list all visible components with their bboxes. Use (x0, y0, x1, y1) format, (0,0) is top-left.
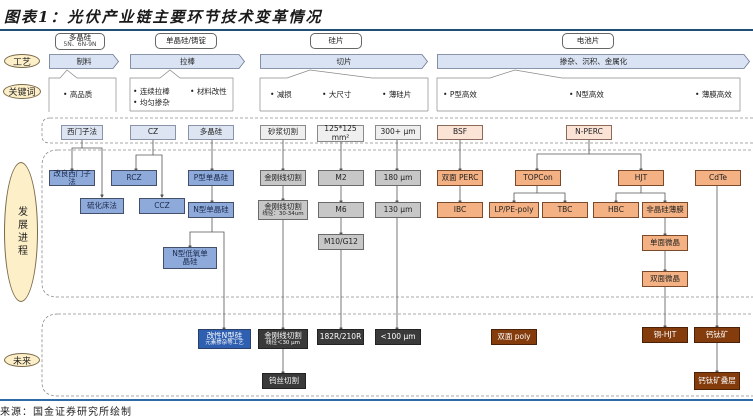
source-note: 来源：国金证券研究所绘制 (0, 407, 132, 418)
row-label-development: 发展进程 (4, 162, 38, 302)
node-multi-si: 多晶硅 (188, 125, 234, 140)
category-label: 多晶硅 (68, 33, 92, 43)
node-tungsten-wire: 钨丝切割 (262, 373, 306, 389)
node-bifacial-perc: 双面 PERC (437, 170, 483, 186)
node-n-perc: N-PERC (566, 125, 612, 140)
node-diamond-wire-3: 金刚线切割 线径＜30 μm (258, 329, 308, 349)
node-diamond-wire: 金刚线切割 (260, 170, 306, 186)
figure-title: 图表1：光伏产业链主要环节技术变革情况 (4, 8, 323, 26)
node-m2: M2 (318, 170, 364, 186)
node-n-low-oxygen: N型低氧单晶硅 (163, 247, 217, 269)
node-hjt: HJT (618, 170, 664, 186)
node-thickness-130: 130 μm (375, 202, 421, 218)
node-siemens: 西门子法 (61, 125, 103, 140)
node-topcon: TOPCon (515, 170, 561, 186)
node-size-125: 125*125 mm² (317, 125, 364, 142)
node-perovskite-tandem: 钙钛矿叠层 (694, 372, 740, 390)
keyword-high-quality: • 高品质 (63, 90, 93, 99)
category-sublabel: 5N、6N-9N (63, 41, 97, 49)
node-label: 金刚线切割 (264, 330, 302, 340)
node-size-182-210: 182R/210R (317, 329, 364, 345)
node-p-mono: P型单晶硅 (188, 170, 234, 186)
keyword-p-type-efficiency: • P型高效 (443, 90, 477, 99)
process-label: 切片 (336, 57, 352, 66)
keyword-text: N型高效 (575, 90, 604, 99)
node-sublabel: 线径：30-34um (262, 211, 304, 218)
keyword-material-modification: • 材料改性 (190, 87, 227, 96)
keyword-thin-wafer: • 薄硅片 (382, 90, 412, 99)
category-wafer: 硅片 (310, 33, 362, 49)
node-modified-n-si: 改性N型硅 元素掺杂等工艺 (198, 329, 251, 349)
title-divider (0, 29, 753, 31)
node-tbc: TBC (542, 202, 588, 218)
node-m6: M6 (318, 202, 364, 218)
keyword-continuous-pulling: • 连续拉棒 (133, 87, 170, 96)
node-thickness-180: 180 μm (375, 170, 421, 186)
node-perovskite: 钙钛矿 (694, 327, 740, 343)
node-single-microcrystal: 单面微晶 (642, 235, 688, 251)
keyword-text: P型高效 (449, 90, 477, 99)
node-copper-hjt: 铜-HJT (642, 327, 688, 343)
keyword-large-size: • 大尺寸 (322, 90, 352, 99)
category-ingot: 单晶硅/铸锭 (155, 33, 217, 49)
process-arrow-slicing: 切片 (260, 54, 428, 69)
process-arrow-feedstock: 制料 (49, 54, 119, 69)
node-ibc: IBC (437, 202, 483, 218)
node-amorphous-si: 非晶硅薄膜 (642, 202, 688, 218)
node-slurry-cut: 砂浆切割 (260, 125, 306, 140)
node-label: 改性N型硅 (206, 330, 243, 340)
keyword-text: 减损 (276, 90, 292, 99)
category-label: 电池片 (576, 35, 600, 45)
row-label-process: 工艺 (4, 54, 40, 68)
node-improved-siemens: 改良西门子法 (49, 169, 95, 186)
category-cell: 电池片 (562, 33, 614, 49)
node-lp-pe-poly: LP/PE-poly (489, 202, 539, 218)
node-sublabel: 线径＜30 μm (265, 340, 301, 347)
node-double-microcrystal: 双面微晶 (642, 271, 688, 287)
node-bsf: BSF (437, 125, 483, 140)
keyword-text: 材料改性 (196, 87, 227, 96)
keyword-thin-film-efficiency: • 薄膜高效 (695, 90, 732, 99)
keyword-loss-reduction: • 减损 (270, 90, 292, 99)
process-arrow-pulling: 拉棒 (130, 54, 245, 69)
node-bifacial-poly: 双面 poly (491, 329, 537, 345)
keyword-uniform-doping: • 均匀掺杂 (133, 98, 170, 107)
keyword-n-type-efficiency: • N型高效 (569, 90, 604, 99)
node-ccz: CCZ (139, 198, 185, 214)
keyword-text: 薄膜高效 (701, 90, 732, 99)
keyword-text: 薄硅片 (388, 90, 412, 99)
node-cdte: CdTe (695, 170, 741, 186)
node-thickness-300: 300+ μm (375, 125, 421, 140)
node-sublabel: 元素掺杂等工艺 (205, 340, 244, 347)
keyword-text: 高品质 (69, 90, 93, 99)
keyword-text: 连续拉棒 (139, 87, 170, 96)
category-label: 硅片 (328, 35, 344, 45)
category-label: 单晶硅/铸锭 (165, 35, 207, 45)
node-hbc: HBC (593, 202, 639, 218)
category-polysilicon: 多晶硅 5N、6N-9N (55, 33, 105, 50)
node-label: 金刚线切割 (264, 201, 302, 211)
node-m10-g12: M10/G12 (318, 234, 364, 250)
node-cz: CZ (130, 125, 176, 140)
node-fluidized-bed: 硫化床法 (80, 198, 124, 214)
keyword-text: 大尺寸 (328, 90, 352, 99)
footer-divider (0, 399, 753, 401)
row-label-future: 未来 (4, 353, 40, 367)
row-label-keywords: 关键词 (3, 84, 41, 99)
process-arrow-cell: 掺杂、沉积、金属化 (437, 54, 750, 69)
process-label: 掺杂、沉积、金属化 (559, 57, 628, 66)
process-label: 制料 (76, 57, 92, 66)
node-n-mono: N型单晶硅 (188, 202, 234, 218)
node-rcz: RCZ (111, 170, 157, 186)
node-thin-100: <100 μm (375, 329, 421, 345)
node-diamond-wire-2: 金刚线切割 线径：30-34um (258, 200, 308, 220)
keyword-text: 均匀掺杂 (139, 98, 170, 107)
process-label: 拉棒 (180, 57, 195, 66)
